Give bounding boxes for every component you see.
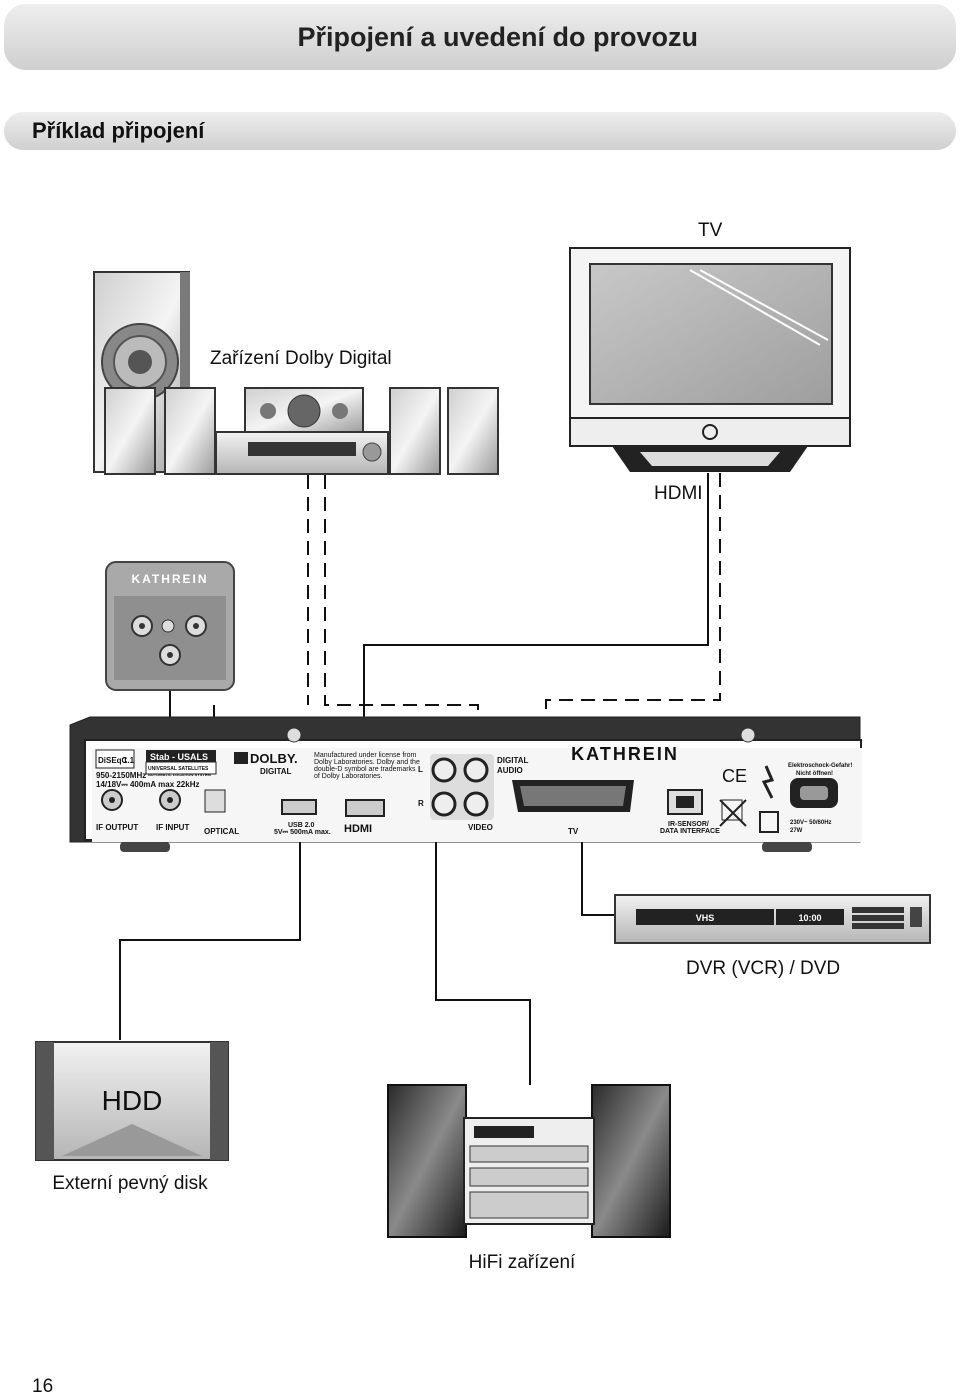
dolby-digital-text: DIGITAL bbox=[260, 767, 292, 776]
page-number: 16 bbox=[32, 1376, 53, 1397]
rca-l: L bbox=[418, 765, 423, 774]
freq-text: 950-2150MHz bbox=[96, 771, 146, 780]
wall-socket-brand: KATHREIN bbox=[131, 572, 208, 586]
video-label: VIDEO bbox=[468, 823, 493, 832]
license-line-2: Dolby Laboratories. Dolby and the bbox=[314, 759, 420, 766]
usals-sub2: AUTOMATIC LOCATION SYSTEM bbox=[148, 772, 212, 777]
hdmi-logo: HDMI bbox=[344, 823, 372, 835]
optical-cable bbox=[324, 475, 479, 760]
scart-tv-label: TV bbox=[568, 827, 579, 836]
dvr-display-right: 10:00 bbox=[798, 913, 821, 923]
speaker-left-2 bbox=[164, 387, 216, 475]
license-line-1: Manufactured under license from bbox=[314, 752, 416, 759]
section-title: Příklad připojení bbox=[32, 118, 205, 143]
hdmi-label: HDMI bbox=[654, 483, 703, 504]
dolby-label: Zařízení Dolby Digital bbox=[210, 348, 392, 369]
digital-audio-1: DIGITAL bbox=[497, 756, 529, 765]
tv-device bbox=[569, 247, 851, 472]
usb-label-2: 5V⎓ 500mA max. bbox=[274, 829, 331, 836]
ir-label-1: IR-SENSOR/ bbox=[668, 821, 709, 828]
license-line-4: of Dolby Laboratories. bbox=[314, 773, 383, 780]
usals-sub1: UNIVERSAL SATELLITES bbox=[148, 766, 209, 772]
receiver-panel bbox=[69, 716, 862, 852]
warn-line-1: Elektroschock-Gefahr! bbox=[788, 763, 852, 769]
wall-socket bbox=[105, 561, 235, 691]
hdd-device bbox=[35, 1041, 229, 1161]
dvr-display-left: VHS bbox=[696, 913, 715, 923]
receiver-brand: KATHREIN bbox=[571, 744, 679, 764]
speaker-left-1 bbox=[104, 387, 156, 475]
usals-text: Stab - USALS bbox=[150, 752, 208, 762]
optical-label: OPTICAL bbox=[204, 827, 239, 836]
usb-cable bbox=[119, 810, 301, 1040]
hdd-caption: Externí pevný disk bbox=[52, 1173, 208, 1194]
speaker-right-2 bbox=[447, 387, 499, 475]
usb-label-1: USB 2.0 bbox=[288, 822, 315, 829]
dvr-label: DVR (VCR) / DVD bbox=[686, 958, 840, 979]
tv-label: TV bbox=[698, 220, 723, 241]
mains-line-1: 230V~ 50/60Hz bbox=[790, 820, 832, 826]
power-if-text: 14/18V⎓ 400mA max 22kHz bbox=[96, 780, 200, 789]
speaker-right-1 bbox=[389, 387, 441, 475]
hifi-label: HiFi zařízení bbox=[469, 1252, 576, 1273]
page-title: Připojení a uvedení do provozu bbox=[297, 22, 698, 52]
ir-label-2: DATA INTERFACE bbox=[660, 828, 720, 835]
audio-cable bbox=[435, 772, 531, 1085]
header-banner bbox=[4, 4, 956, 70]
dvr-device bbox=[614, 894, 931, 944]
section-banner bbox=[4, 112, 956, 150]
dolby-logo: DOLBY. bbox=[250, 751, 298, 766]
hdd-big-label: HDD bbox=[102, 1085, 163, 1116]
warn-line-2: Nicht öffnen! bbox=[796, 771, 833, 777]
license-line-3: double-D symbol are trademarks bbox=[314, 766, 416, 773]
hifi-device bbox=[387, 1084, 671, 1238]
digital-audio-2: AUDIO bbox=[497, 766, 523, 775]
diseqc-version: 1.1 bbox=[123, 756, 135, 765]
diseqc-text: DiSEqC bbox=[98, 756, 128, 765]
dolby-system bbox=[93, 271, 499, 475]
if-input-label: IF INPUT bbox=[156, 823, 189, 832]
rca-r: R bbox=[418, 799, 424, 808]
ce-mark: CE bbox=[722, 766, 747, 786]
if-output-label: IF OUTPUT bbox=[96, 823, 138, 832]
mains-line-2: 27W bbox=[790, 828, 803, 834]
